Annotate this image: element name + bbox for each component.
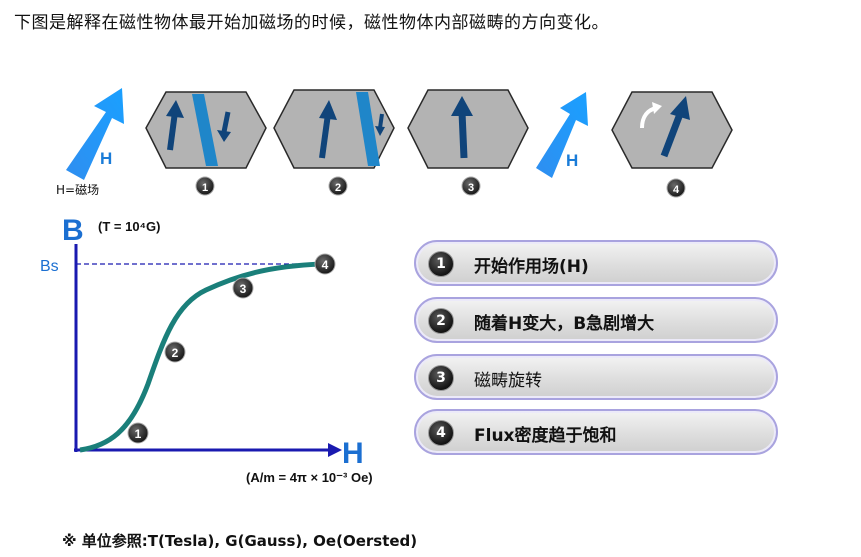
x-axis-label: H bbox=[342, 437, 364, 470]
svg-text:1: 1 bbox=[135, 427, 142, 441]
field-legend: H=磁场 bbox=[56, 182, 99, 197]
x-axis-arrowhead-icon bbox=[328, 443, 342, 457]
step-label-1: 开始作用场(H) bbox=[474, 257, 589, 277]
step-number-1: 1 bbox=[428, 251, 454, 277]
unit-h-label: (A/m = 4π × 10⁻³ Oe) bbox=[246, 470, 373, 485]
stage-marker-1: 1 bbox=[195, 176, 215, 196]
page-title: 下图是解释在磁性物体最开始加磁场的时候，磁性物体内部磁畴的方向变化。 bbox=[14, 13, 609, 33]
stage-marker-3: 3 bbox=[461, 176, 481, 196]
svg-text:4: 4 bbox=[322, 258, 329, 272]
magnetization-curve bbox=[79, 261, 323, 453]
step-label-4: Flux密度趋于饱和 bbox=[474, 426, 617, 446]
step-number-4: 4 bbox=[428, 420, 454, 446]
footnote: ※ 单位参照:T(Tesla), G(Gauss), Oe(Oersted) bbox=[62, 532, 418, 550]
bs-label: Bs bbox=[40, 258, 59, 275]
svg-text:2: 2 bbox=[335, 182, 341, 194]
stage-marker-2: 2 bbox=[328, 176, 348, 196]
curve-point-4: 4 bbox=[314, 253, 336, 275]
step-label-2: 随着H变大，B急剧增大 bbox=[474, 314, 655, 334]
b-h-graph: B (T = 10⁴G) Bs H (A/m = 4π × 10⁻³ Oe) 1… bbox=[40, 214, 373, 485]
step-label-3: 磁畴旋转 bbox=[474, 371, 542, 391]
svg-text:1: 1 bbox=[202, 182, 208, 194]
step-box-3: 3 磁畴旋转 bbox=[414, 354, 778, 400]
unit-b-label: (T = 10⁴G) bbox=[98, 219, 160, 234]
step-box-1: 1 开始作用场(H) bbox=[414, 240, 778, 286]
stage-marker-4: 4 bbox=[666, 178, 686, 198]
domain-hexagon-3 bbox=[407, 89, 529, 169]
curve-point-2: 2 bbox=[164, 341, 186, 363]
step-number-2: 2 bbox=[428, 308, 454, 334]
y-axis-label: B bbox=[62, 214, 84, 247]
field-arrow-label-2: H bbox=[566, 151, 578, 170]
field-arrow-icon bbox=[66, 88, 124, 180]
field-arrow-label: H bbox=[100, 149, 112, 168]
step-number-3: 3 bbox=[428, 365, 454, 391]
domain-hexagon-4 bbox=[611, 91, 733, 169]
svg-text:2: 2 bbox=[172, 346, 179, 360]
domain-hexagon-2 bbox=[273, 89, 395, 169]
svg-text:3: 3 bbox=[468, 182, 474, 194]
curve-point-1: 1 bbox=[127, 422, 149, 444]
svg-text:4: 4 bbox=[673, 184, 680, 196]
svg-text:3: 3 bbox=[240, 282, 247, 296]
domain-hexagon-1 bbox=[145, 91, 267, 169]
step-box-4: 4 Flux密度趋于饱和 bbox=[414, 409, 778, 455]
step-box-2: 2 随着H变大，B急剧增大 bbox=[414, 297, 778, 343]
field-arrow-icon-2 bbox=[536, 92, 588, 178]
curve-point-3: 3 bbox=[232, 277, 254, 299]
